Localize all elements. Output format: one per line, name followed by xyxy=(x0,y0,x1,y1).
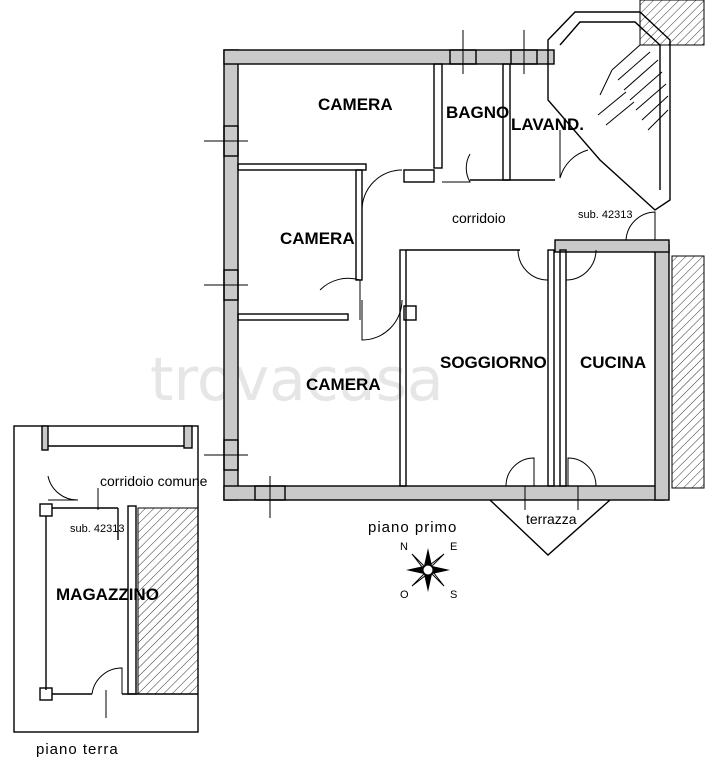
stair-well xyxy=(547,11,671,211)
room-label-soggiorno: SOGGIORNO xyxy=(440,353,547,372)
pillar-soggiorno xyxy=(403,305,417,321)
wall-soggiorno-cucina xyxy=(547,249,555,487)
room-label-cucina: CUCINA xyxy=(580,353,646,372)
east-hatch xyxy=(671,255,705,489)
ground-floor-caption: piano terra xyxy=(36,741,119,758)
outer-wall-south xyxy=(223,485,665,501)
wall-camera-bagno xyxy=(433,63,443,169)
wall-camera2-bottom xyxy=(237,313,349,321)
first-floor-caption: piano primo xyxy=(368,519,457,536)
ground-hatch xyxy=(137,507,199,695)
room-label-corridoio-comune: corridoio comune xyxy=(100,473,208,489)
pillar-magazzino-top xyxy=(39,503,53,517)
room-label-magazzino: MAGAZZINO xyxy=(56,585,159,604)
wall-cucina-left xyxy=(559,249,567,487)
door-terrazza-right xyxy=(567,457,597,487)
room-label-corridoio: corridoio xyxy=(452,210,506,226)
subalterno-label-ground: sub. 42313 xyxy=(70,523,124,535)
stair-hatch-top xyxy=(639,0,705,46)
room-label-terrazza: terrazza xyxy=(526,511,577,527)
room-label-camera-bottom: CAMERA xyxy=(306,375,381,394)
wall-camera1-bottom xyxy=(237,163,367,171)
door-corridoio-comune xyxy=(47,475,79,501)
room-label-bagno: BAGNO xyxy=(446,103,509,122)
door-entrance xyxy=(625,211,656,241)
outer-wall-north xyxy=(223,49,555,65)
door-camera2 xyxy=(319,277,361,320)
door-camera3 xyxy=(361,299,403,341)
door-terrazza-left xyxy=(505,457,535,487)
compass-icon: N E S O xyxy=(400,541,457,601)
compass-letter-n: N xyxy=(400,541,408,553)
stair-steps xyxy=(597,44,669,131)
door-soggiorno xyxy=(517,249,549,281)
wall-soggiorno-left xyxy=(399,249,407,487)
compass-letter-e: E xyxy=(450,541,457,553)
watermark: trovacasa xyxy=(150,345,444,415)
door-magazzino xyxy=(91,667,123,695)
outer-wall-west xyxy=(223,49,239,501)
outer-wall-east xyxy=(654,244,670,501)
ground-floor-plan: corridoio comune sub. 42313 MAGAZZINO pi… xyxy=(13,425,208,758)
door-camera1 xyxy=(361,169,403,211)
wall-bagno-lavand xyxy=(502,63,511,181)
room-label-camera-top: CAMERA xyxy=(318,95,393,114)
door-lavand xyxy=(559,130,589,179)
room-label-lavanderia: LAVAND. xyxy=(511,115,584,134)
door-bagno xyxy=(442,153,471,183)
wall-camera2-right xyxy=(355,169,363,281)
wall-bagno-stub xyxy=(403,169,435,183)
compass-letter-o: O xyxy=(400,589,409,601)
first-floor-plan: CAMERA CAMERA CAMERA BAGNO LAVAND. corri… xyxy=(204,0,705,556)
compass-letter-s: S xyxy=(450,589,457,601)
subalterno-label-first: sub. 42313 xyxy=(578,209,632,221)
door-cucina xyxy=(565,249,597,281)
room-label-camera-mid: CAMERA xyxy=(280,229,355,248)
terrazza-outline xyxy=(489,499,611,556)
wall-east-top xyxy=(554,239,670,253)
